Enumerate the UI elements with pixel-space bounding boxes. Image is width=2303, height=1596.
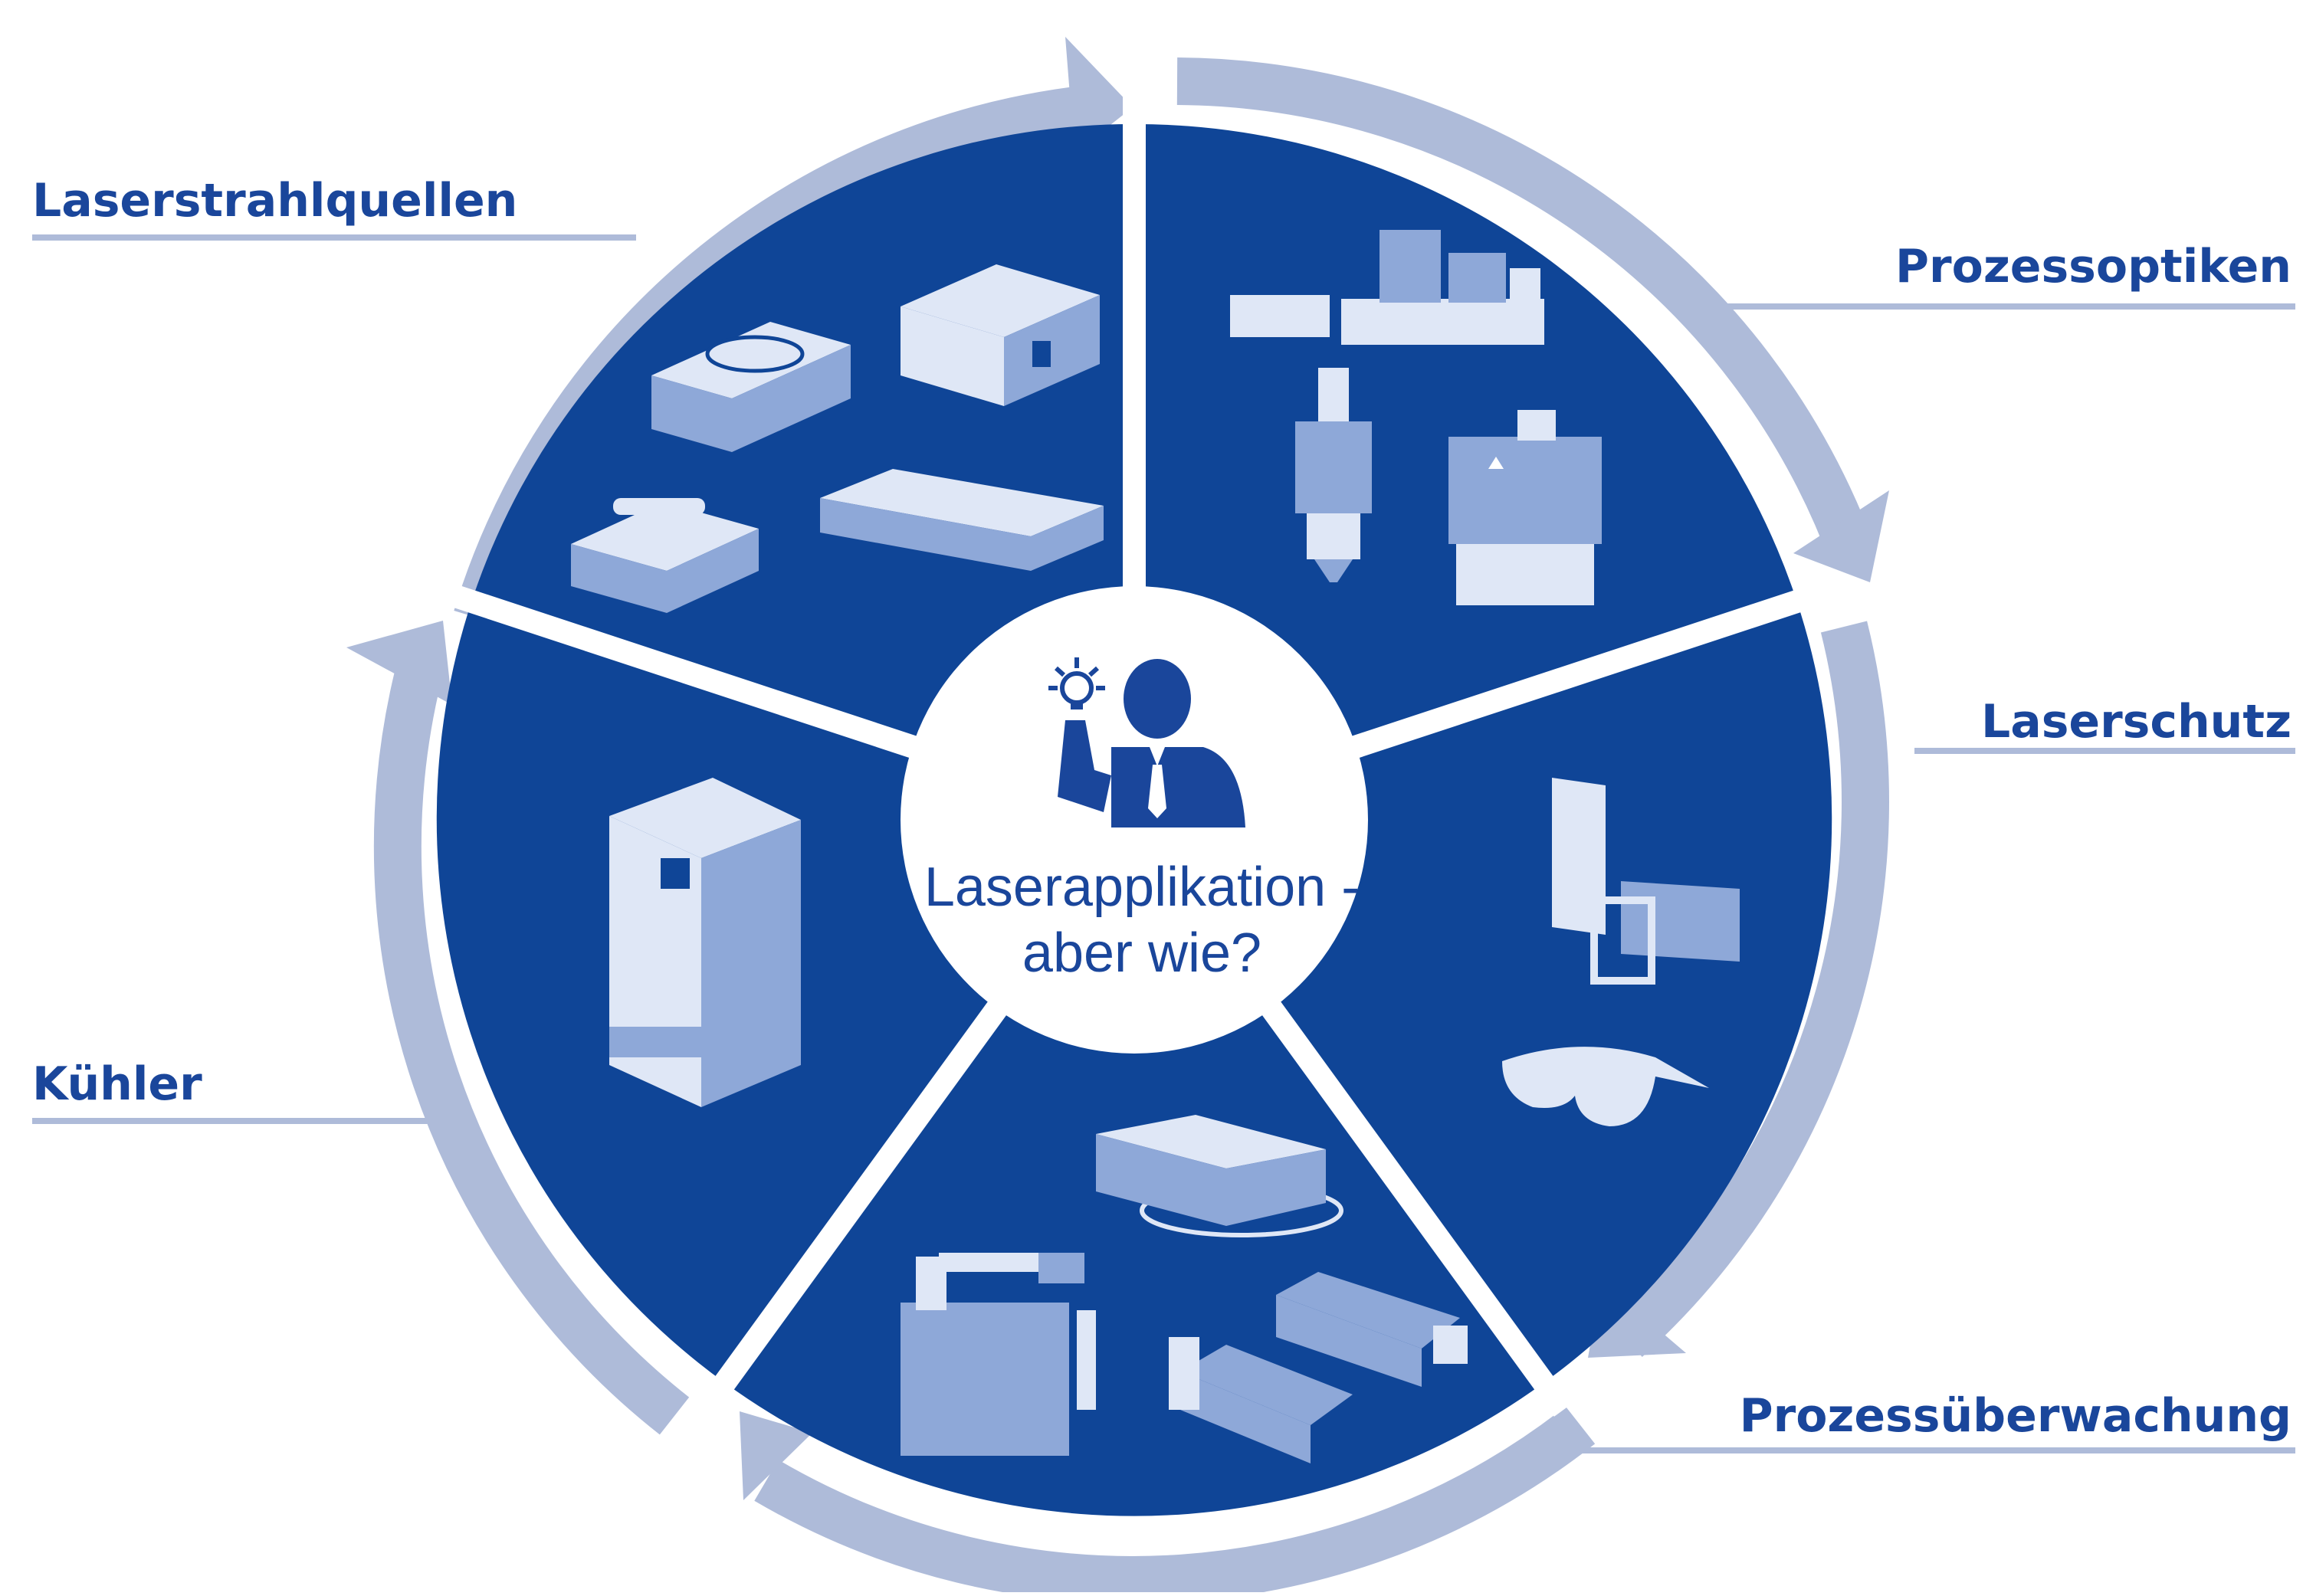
laser-source-unit-1: [651, 322, 851, 452]
beam-analyzer-unit: [1096, 1115, 1343, 1237]
label-laserschutz: Laserschutz: [1980, 695, 2292, 749]
camera-unit-1: [1276, 1272, 1468, 1387]
laser-source-devices-icon: [571, 264, 1104, 613]
workstation-unit: [901, 1253, 1096, 1456]
arrowhead-2: [1793, 490, 1889, 582]
arrowhead-1: [1065, 37, 1133, 153]
laser-source-unit-3: [571, 498, 759, 613]
ring-arc-5: [373, 662, 690, 1435]
ring-arc-2: [1176, 57, 1876, 565]
ring-arc-3: [1610, 621, 1889, 1358]
process-monitoring-devices-icon: [901, 1115, 1468, 1463]
laser-source-unit-4: [820, 469, 1104, 571]
protection-window: [1621, 881, 1740, 962]
label-kuehler: Kühler: [32, 1057, 202, 1111]
optics-rail-unit: [1230, 230, 1544, 345]
camera-unit-2: [1169, 1337, 1353, 1463]
cycle-arrowheads: [346, 37, 1889, 1500]
cycle-arrow-ring: [373, 57, 1889, 1596]
cutting-head-unit: [1295, 368, 1372, 582]
center-question: Laserapplikation - aber wie?: [904, 854, 1380, 987]
laser-source-unit-2: [901, 264, 1100, 406]
laser-protection-equipment-icon: [1502, 778, 1740, 1126]
label-leader-lines: [32, 234, 2295, 1453]
label-prozessueberwachung: Prozessüberwachung: [1739, 1389, 2292, 1443]
protection-panel: [1552, 778, 1606, 935]
label-laserstrahlquellen: Laserstrahlquellen: [32, 174, 518, 228]
label-prozessoptiken: Prozessoptiken: [1895, 240, 2292, 293]
scanner-unit: [1448, 410, 1602, 605]
center-text-line-1: Laserapplikation -: [923, 857, 1360, 918]
arrowhead-5: [346, 621, 452, 705]
process-optics-devices-icon: [1230, 230, 1602, 605]
safety-goggles: [1502, 1047, 1709, 1126]
person-with-lightbulb-icon: [1048, 657, 1245, 827]
protection-frame: [1590, 896, 1655, 985]
ring-arc-4: [754, 1406, 1596, 1596]
center-text-line-2: aber wie?: [1022, 923, 1262, 985]
chiller-unit-icon: [609, 778, 801, 1107]
arrowhead-4: [740, 1411, 812, 1500]
